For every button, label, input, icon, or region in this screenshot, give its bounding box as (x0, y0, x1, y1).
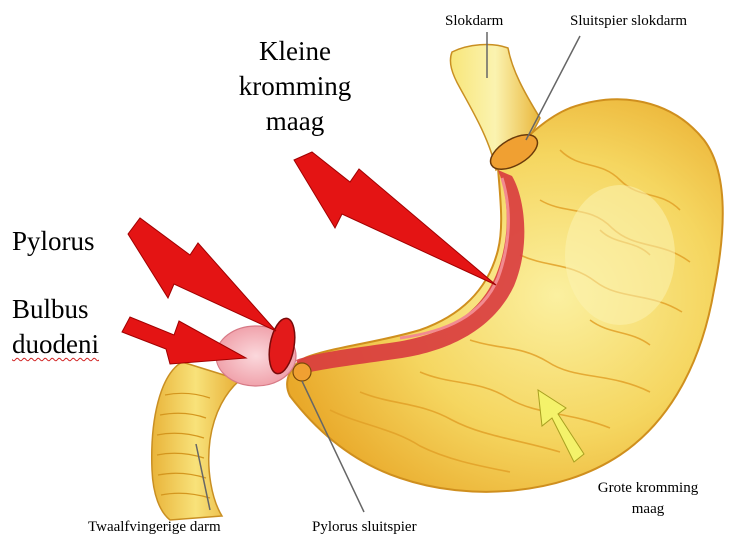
label-sluitspier-slokdarm: Sluitspier slokdarm (570, 13, 687, 30)
label-kleine-kromming-line3: maag (225, 104, 365, 139)
label-twaalfvingerige-darm: Twaalfvingerige darm (88, 519, 221, 536)
duodenum (152, 362, 240, 520)
label-kleine-kromming-line1: Kleine (225, 34, 365, 69)
label-bulbus-duodeni: Bulbus duodeni (12, 292, 99, 362)
stomach-highlight (565, 185, 675, 325)
label-slokdarm: Slokdarm (445, 13, 503, 30)
label-grote-kromming: Grote kromming maag (578, 478, 718, 520)
label-pylorus: Pylorus (12, 224, 95, 259)
label-bulbus-line1: Bulbus (12, 292, 99, 327)
label-grote-kromming-line1: Grote kromming (578, 478, 718, 499)
pylorus-sphincter-dot (293, 363, 311, 381)
arrow-kleine-kromming (294, 152, 496, 285)
label-kleine-kromming-line2: kromming (225, 69, 365, 104)
label-bulbus-line2: duodeni (12, 327, 99, 362)
arrow-pylorus (128, 218, 276, 331)
label-grote-kromming-line2: maag (578, 499, 718, 520)
label-kleine-kromming: Kleine kromming maag (225, 34, 365, 139)
label-pylorus-sluitspier: Pylorus sluitspier (312, 519, 417, 536)
